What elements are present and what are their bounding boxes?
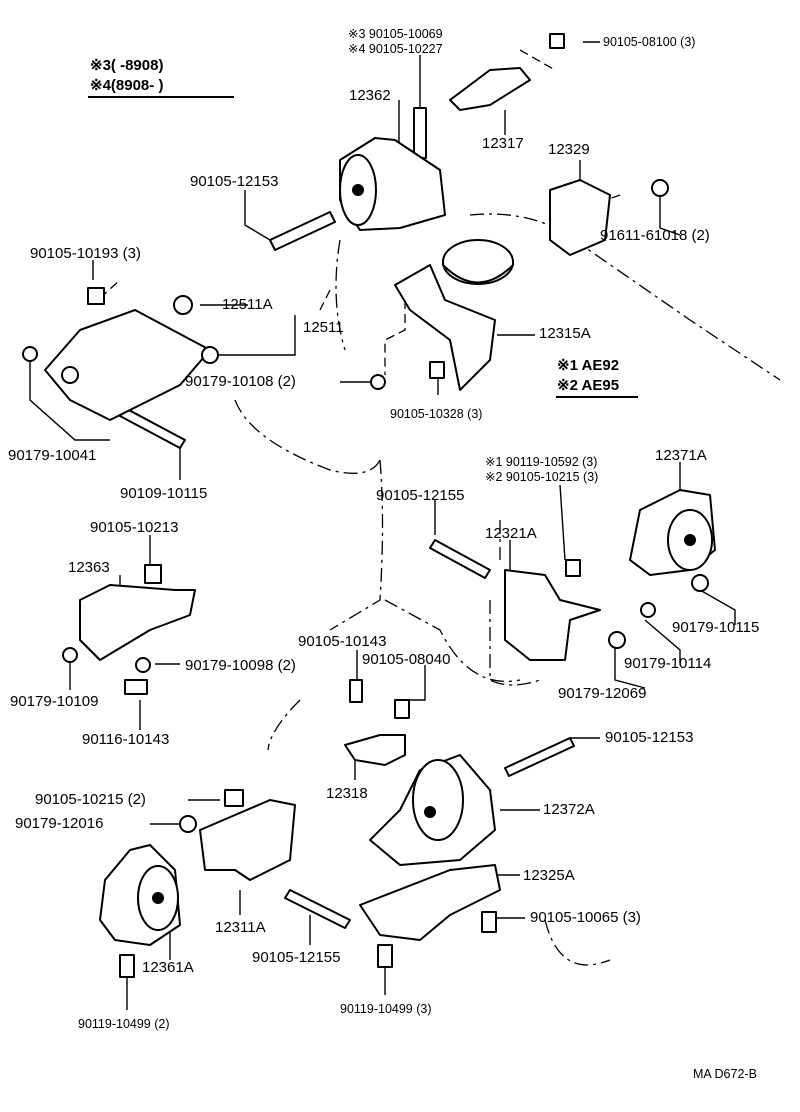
part-label: 12318 <box>326 785 368 802</box>
part-label: 12329 <box>548 141 590 158</box>
part-label: 12315A <box>539 325 591 342</box>
mount-12371A <box>629 489 716 576</box>
cylinder-block <box>442 239 514 285</box>
legend-model-1: ※1 AE92 <box>557 357 620 374</box>
mount-12372A <box>369 754 496 866</box>
part-label: 90105-08040 <box>362 651 451 668</box>
legend-note-4: ※4(8908- ) <box>90 77 164 94</box>
part-label: 90116-10143 <box>82 731 170 748</box>
part-label: 90119-10499 (3) <box>340 1002 432 1016</box>
mount-12361A <box>99 844 181 946</box>
legend-model-2: ※2 AE95 <box>557 377 620 394</box>
part-label: 90105-12153 <box>190 173 279 190</box>
part-label: 12321A <box>485 525 537 542</box>
part-label: 12325A <box>523 867 575 884</box>
part-label: 12371A <box>655 447 707 464</box>
part-label: 90105-10193 (3) <box>30 245 141 262</box>
bracket-12317 <box>449 67 531 111</box>
part-label: 12363 <box>68 559 110 576</box>
legend-underline <box>88 96 234 98</box>
bracket-12363 <box>79 584 196 661</box>
mount-12362 <box>339 137 446 231</box>
part-label: 90105-12153 <box>605 729 694 746</box>
part-label: 90179-10114 <box>624 655 712 672</box>
part-label: 90105-10328 (3) <box>390 407 483 421</box>
part-label: 90179-10115 <box>672 619 760 636</box>
part-label: 90105-12155 <box>252 949 341 966</box>
part-label: 90179-10041 <box>8 447 97 464</box>
part-label: 90105-12155 <box>376 487 465 504</box>
part-label: 90179-12069 <box>558 685 647 702</box>
part-label: ※2 90105-10215 (3) <box>485 470 599 484</box>
fasteners <box>22 33 709 978</box>
part-label: ※3 90105-10069 <box>348 27 443 41</box>
part-label: 90105-08100 (3) <box>603 35 696 49</box>
part-label: 90105-10213 <box>90 519 179 536</box>
diagram-code: MA D672-B <box>693 1067 757 1081</box>
part-label: 90105-10143 <box>298 633 387 650</box>
bracket-12325A <box>359 864 501 941</box>
bracket-12315A <box>394 264 496 391</box>
bracket-12329 <box>549 179 611 256</box>
part-label: 12372A <box>543 801 595 818</box>
marker-b <box>651 179 669 197</box>
legend-note-3: ※3( -8908) <box>90 57 164 74</box>
legend-model-underline <box>556 396 638 398</box>
part-label: 12511A <box>222 296 273 313</box>
part-label: ※1 90119-10592 (3) <box>485 455 598 469</box>
part-label: 90179-10109 <box>10 693 99 710</box>
part-label: 90179-10098 (2) <box>185 657 296 674</box>
part-label: 91611-61018 (2) <box>600 227 710 244</box>
part-label: 12317 <box>482 135 524 152</box>
part-label: 12361A <box>142 959 194 976</box>
bracket-12311A <box>199 799 296 881</box>
part-label: 12511 <box>303 319 344 336</box>
bracket-12321A <box>504 569 601 661</box>
part-label: ※4 90105-10227 <box>348 42 443 56</box>
part-label: 90119-10499 (2) <box>78 1017 170 1031</box>
part-label: 90109-10115 <box>120 485 208 502</box>
part-label: 12362 <box>349 87 391 104</box>
bracket-12511 <box>44 309 219 421</box>
part-label: 90179-10108 (2) <box>185 373 296 390</box>
part-label: 90105-10065 (3) <box>530 909 641 926</box>
part-label: 12311A <box>215 919 266 936</box>
part-label: 90179-12016 <box>15 815 104 832</box>
bracket-12318 <box>344 734 406 766</box>
part-label: 90105-10215 (2) <box>35 791 146 808</box>
